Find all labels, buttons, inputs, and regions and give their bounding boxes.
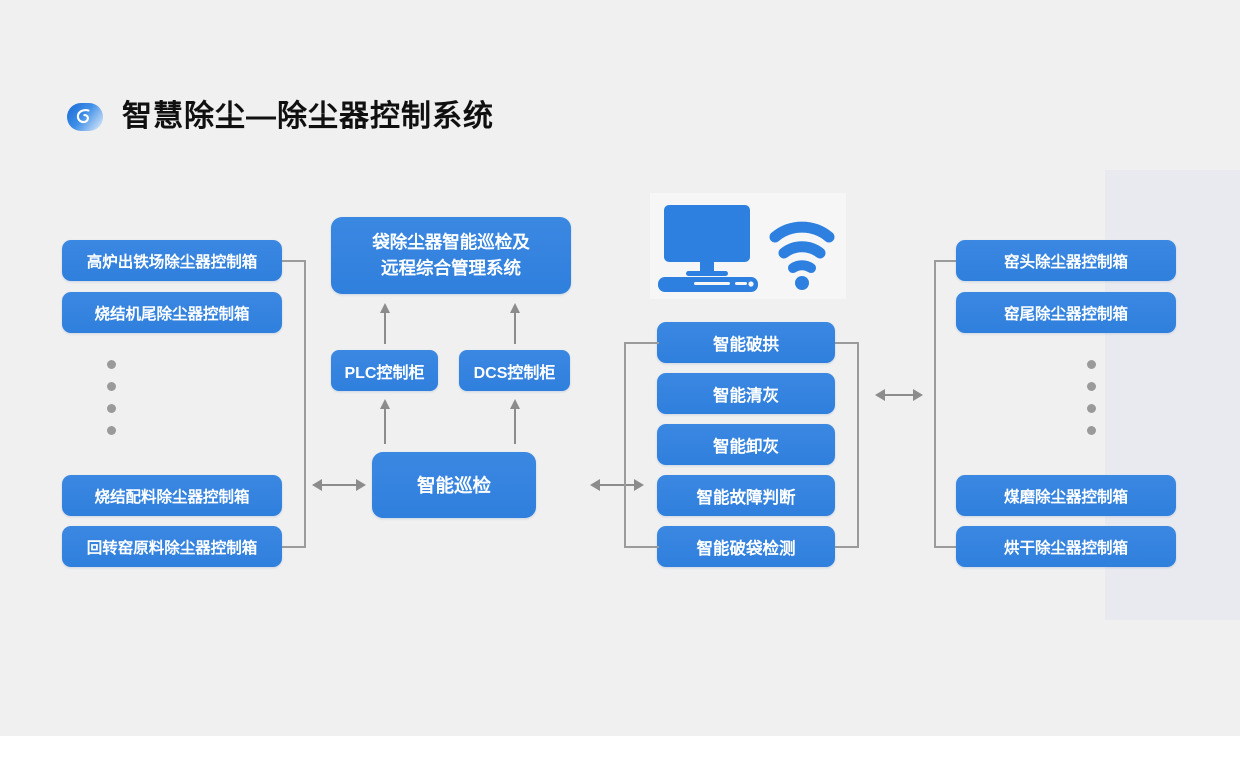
left-bracket-spine xyxy=(304,260,306,548)
page-title: 智慧除尘—除尘器控制系统 xyxy=(122,100,494,133)
dot xyxy=(107,360,116,369)
right-control-box-1[interactable]: 窑头除尘器控制箱 xyxy=(956,240,1176,281)
right-bracket-stub-bottom xyxy=(935,546,959,548)
left-ellipsis-dots xyxy=(107,360,116,435)
plc-up-arrow xyxy=(380,303,390,344)
function-bracket-right-spine xyxy=(857,342,859,548)
function-bracket-right-stub-top xyxy=(835,342,859,344)
desktop-computer-icon xyxy=(658,205,758,292)
function-box-5[interactable]: 智能破袋检测 xyxy=(657,526,835,567)
hub-right-arrow xyxy=(590,479,644,491)
function-bracket-right-stub-bottom xyxy=(835,546,859,548)
left-control-box-2[interactable]: 烧结机尾除尘器控制箱 xyxy=(62,292,282,333)
dot xyxy=(107,426,116,435)
left-control-box-1[interactable]: 高炉出铁场除尘器控制箱 xyxy=(62,240,282,281)
management-system-line-1: 袋除尘器智能巡检及 xyxy=(372,232,530,253)
function-box-1[interactable]: 智能破拱 xyxy=(657,322,835,363)
right-control-box-3[interactable]: 煤磨除尘器控制箱 xyxy=(956,475,1176,516)
background xyxy=(0,0,1240,736)
dcs-cabinet-box[interactable]: DCS控制柜 xyxy=(459,350,570,391)
dot xyxy=(1087,360,1096,369)
dot xyxy=(1087,404,1096,413)
right-control-box-4[interactable]: 烘干除尘器控制箱 xyxy=(956,526,1176,567)
left-bracket-stub-bottom xyxy=(282,546,306,548)
management-system-line-2: 远程综合管理系统 xyxy=(381,257,521,278)
dot xyxy=(1087,426,1096,435)
dot xyxy=(107,382,116,391)
function-box-4[interactable]: 智能故障判断 xyxy=(657,475,835,516)
left-bracket-stub-top xyxy=(282,260,306,262)
hub-to-plc-arrow xyxy=(380,399,390,444)
right-ellipsis-dots xyxy=(1087,360,1096,435)
plc-cabinet-box[interactable]: PLC控制柜 xyxy=(331,350,438,391)
wifi-icon xyxy=(769,221,835,290)
function-bracket-left-spine xyxy=(624,342,626,548)
management-system-box[interactable]: 袋除尘器智能巡检及 远程综合管理系统 xyxy=(331,217,571,294)
dot xyxy=(1087,382,1096,391)
left-hub-arrow xyxy=(312,479,366,491)
dot xyxy=(107,404,116,413)
hub-to-dcs-arrow xyxy=(510,399,520,444)
dcs-up-arrow xyxy=(510,303,520,344)
page-header: 智慧除尘—除尘器控制系统 xyxy=(66,98,494,136)
function-to-right-arrow xyxy=(875,389,923,401)
function-bracket-left-stub-top xyxy=(624,342,659,344)
computer-wifi-illustration xyxy=(650,193,846,299)
right-control-box-2[interactable]: 窑尾除尘器控制箱 xyxy=(956,292,1176,333)
left-control-box-4[interactable]: 回转窑原料除尘器控制箱 xyxy=(62,526,282,567)
inspection-hub-box[interactable]: 智能巡检 xyxy=(372,452,536,518)
left-control-box-3[interactable]: 烧结配料除尘器控制箱 xyxy=(62,475,282,516)
function-box-2[interactable]: 智能清灰 xyxy=(657,373,835,414)
swirl-logo-icon xyxy=(66,98,104,136)
function-bracket-left-stub-bottom xyxy=(624,546,659,548)
function-box-3[interactable]: 智能卸灰 xyxy=(657,424,835,465)
right-bracket-spine xyxy=(934,260,936,548)
right-bracket-stub-top xyxy=(935,260,959,262)
